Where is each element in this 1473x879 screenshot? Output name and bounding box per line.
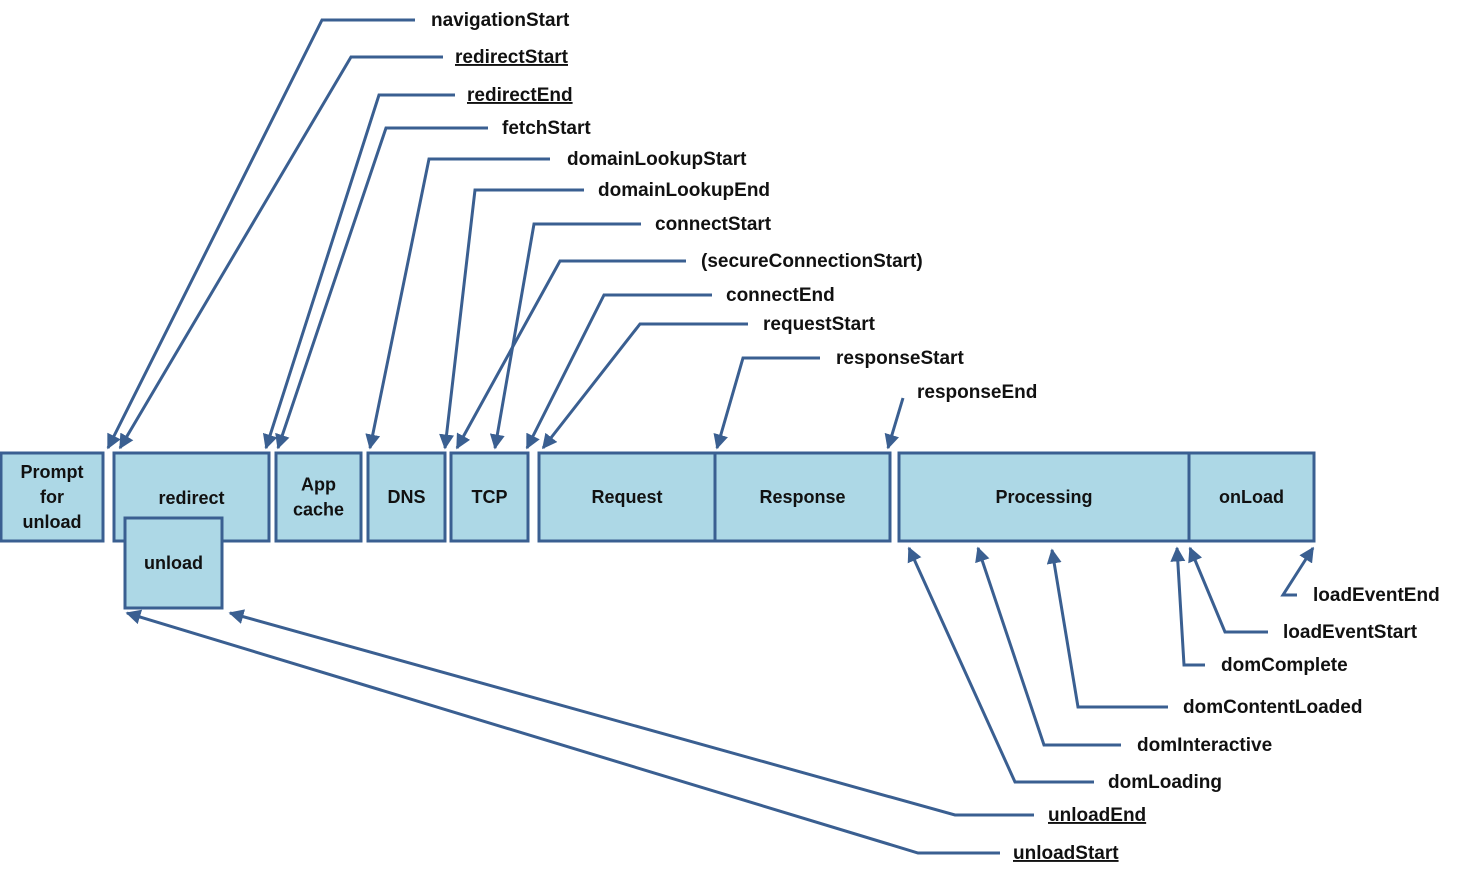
phase-label-onload: onLoad — [1219, 487, 1284, 507]
phase-box-rect-onload — [1187, 451, 1316, 543]
leader-line-loadEventEnd — [1280, 546, 1315, 597]
phase-box-rect-response — [713, 451, 892, 543]
phase-box-rect-unload — [123, 516, 224, 610]
phase-label-processing: Processing — [995, 487, 1092, 507]
phase-box-unload: unload — [123, 516, 224, 610]
phase-box-prompt-for-unload: Prompt for unload — [0, 451, 105, 543]
phase-box-app-cache: App cache — [274, 451, 363, 543]
phase-box-request: Request — [537, 451, 717, 543]
leader-line-domComplete — [1170, 546, 1205, 667]
phase-label-response: Response — [759, 487, 845, 507]
event-label-requestStart: requestStart — [763, 314, 876, 335]
leader-line-fetchStart — [275, 126, 488, 450]
leader-line-responseStart — [713, 356, 820, 450]
leader-line-connectStart — [489, 222, 641, 450]
phase-label-dns: DNS — [387, 487, 425, 507]
phase-label-app-cache-line-2: cache — [293, 500, 344, 520]
event-label-loadEventStart: loadEventStart — [1283, 622, 1418, 643]
event-label-domInteractive: domInteractive — [1137, 735, 1272, 756]
event-label-responseStart: responseStart — [836, 348, 964, 369]
phase-box-rect-processing — [897, 451, 1191, 543]
event-label-unloadStart: unloadStart — [1013, 843, 1119, 864]
leader-line-domInteractive — [975, 546, 1121, 747]
event-label-domainLookupEnd: domainLookupEnd — [598, 180, 770, 201]
event-label-secureConnectionStart: (secureConnectionStart) — [701, 251, 923, 272]
phase-label-unload: unload — [144, 553, 203, 573]
event-label-redirectStart: redirectStart — [455, 47, 569, 68]
leader-line-domainLookupStart — [365, 157, 550, 450]
event-label-navigationStart: navigationStart — [431, 10, 570, 31]
leader-line-domContentLoaded — [1046, 548, 1168, 709]
event-label-fetchStart: fetchStart — [502, 118, 591, 139]
event-label-domContentLoaded: domContentLoaded — [1183, 697, 1362, 718]
phase-label-redirect: redirect — [158, 488, 224, 508]
leader-line-navigationStart — [106, 18, 415, 450]
phase-label-prompt-for-unload-line-3: unload — [23, 512, 82, 532]
event-label-domLoading: domLoading — [1108, 772, 1222, 793]
phase-label-tcp: TCP — [472, 487, 508, 507]
leader-line-responseEnd — [884, 397, 905, 450]
phase-label-app-cache-line-1: App — [301, 475, 336, 495]
phase-box-tcp: TCP — [449, 451, 530, 543]
phase-box-rect-tcp — [449, 451, 530, 543]
phase-box-dns: DNS — [366, 451, 447, 543]
leader-line-redirectEnd — [262, 93, 455, 450]
leader-line-requestStart — [541, 322, 748, 450]
phase-box-rect-prompt-for-unload — [0, 451, 105, 543]
event-label-redirectEnd: redirectEnd — [467, 85, 573, 106]
leader-line-redirectStart — [118, 55, 443, 450]
event-label-loadEventEnd: loadEventEnd — [1313, 585, 1440, 606]
phase-box-onload: onLoad — [1187, 451, 1316, 543]
phase-label-prompt-for-unload-line-1: Prompt — [21, 462, 84, 482]
leader-lines — [106, 18, 1315, 855]
leader-line-connectEnd — [525, 293, 712, 450]
leader-line-loadEventStart — [1188, 546, 1268, 634]
leader-line-domainLookupEnd — [439, 188, 584, 450]
event-labels: navigationStart redirectStart redirectEnd f… — [431, 10, 1440, 864]
event-label-domComplete: domComplete — [1221, 655, 1348, 676]
event-label-unloadEnd: unloadEnd — [1048, 805, 1146, 826]
phase-box-rect-app-cache — [274, 451, 363, 543]
phase-box-processing: Processing — [897, 451, 1191, 543]
phase-label-request: Request — [591, 487, 662, 507]
event-label-domainLookupStart: domainLookupStart — [567, 149, 747, 170]
leader-line-secureConnectionStart — [455, 259, 686, 450]
phase-boxes: Prompt for unload redirect unload App cache DNS… — [0, 451, 1316, 610]
event-label-connectEnd: connectEnd — [726, 285, 835, 306]
phase-label-prompt-for-unload-line-2: for — [40, 487, 64, 507]
event-label-responseEnd: responseEnd — [917, 382, 1037, 403]
phase-box-response: Response — [713, 451, 892, 543]
leader-line-unloadStart — [125, 609, 1000, 855]
phase-box-rect-dns — [366, 451, 447, 543]
leader-line-unloadEnd — [228, 609, 1034, 817]
event-label-connectStart: connectStart — [655, 214, 772, 235]
leader-line-domLoading — [907, 546, 1094, 784]
